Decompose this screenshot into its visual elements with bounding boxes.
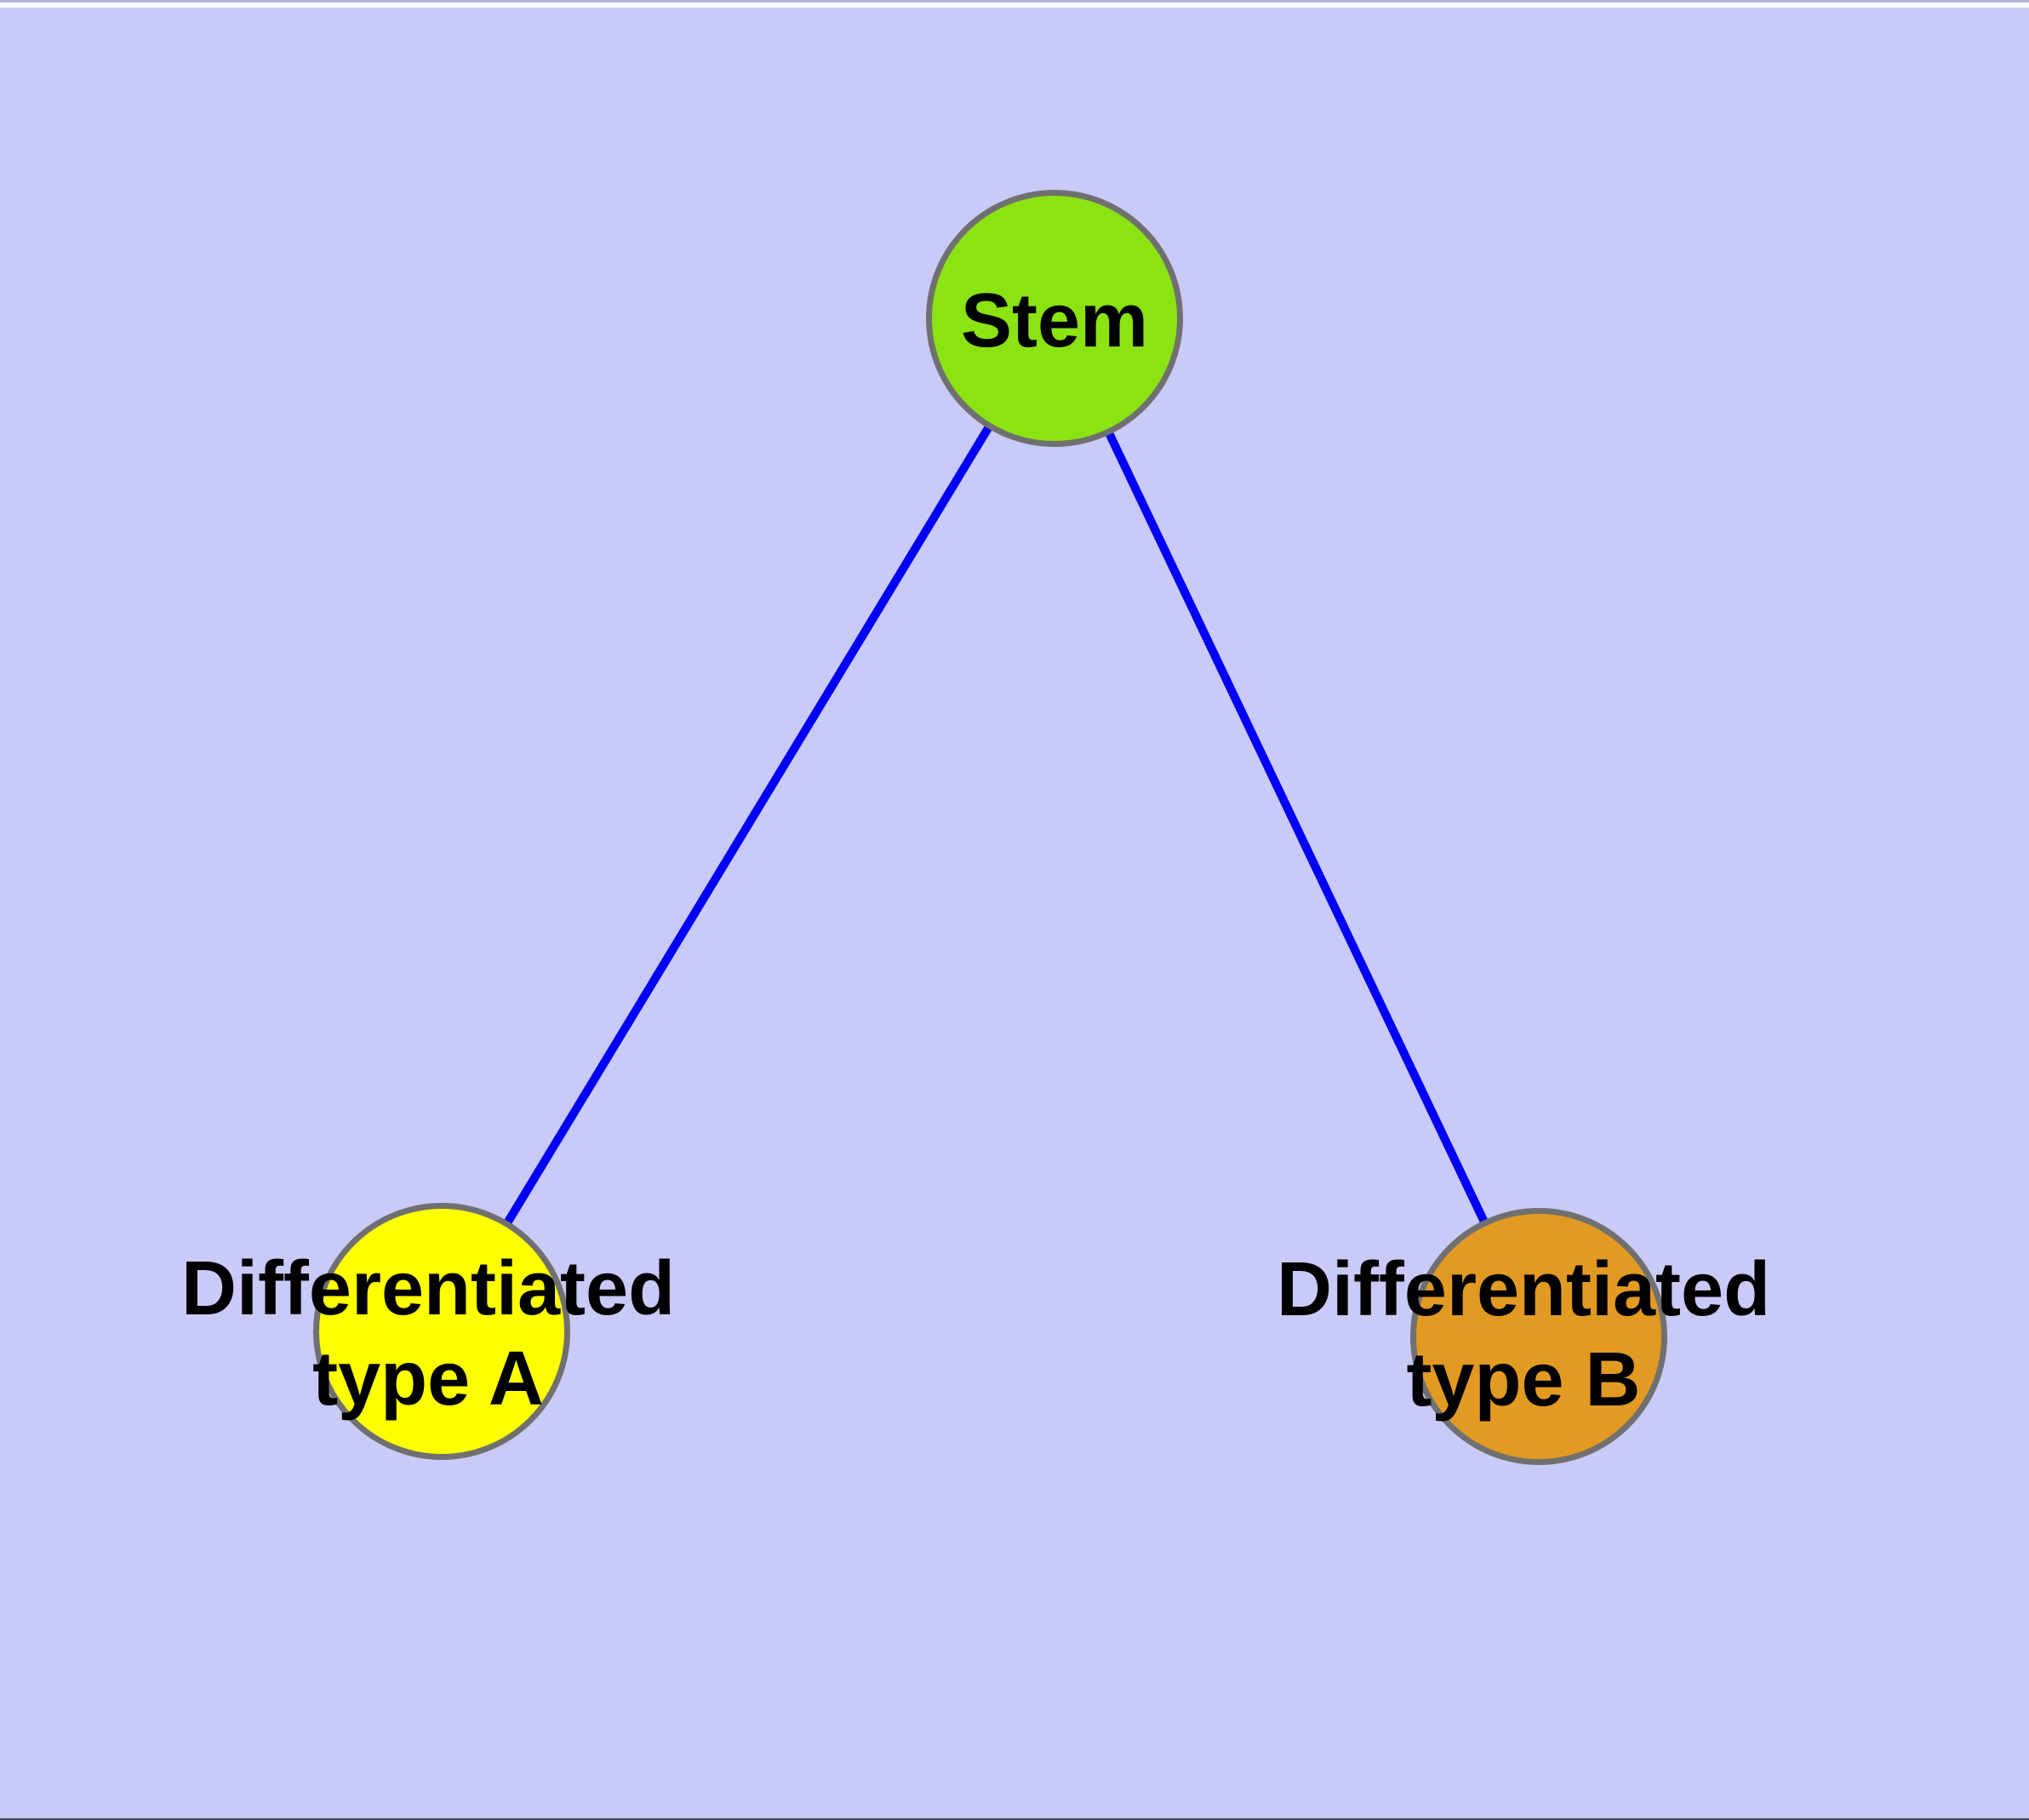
node-type-b-label: Differentiated type B [1276,1247,1771,1422]
window-top-edge [0,0,2029,3]
node-type-a-circle [313,1203,570,1460]
node-stem-circle [926,190,1183,447]
edge-stem-to-type-b [1050,316,1543,1339]
edge-stem-to-type-a [437,316,1059,1334]
node-type-a-label: Differentiated type A [180,1246,676,1422]
node-stem-label: Stem [960,278,1149,363]
node-type-b-circle [1410,1208,1667,1465]
window-bottom-edge [0,1818,2029,1820]
window-top-highlight [0,3,2029,8]
